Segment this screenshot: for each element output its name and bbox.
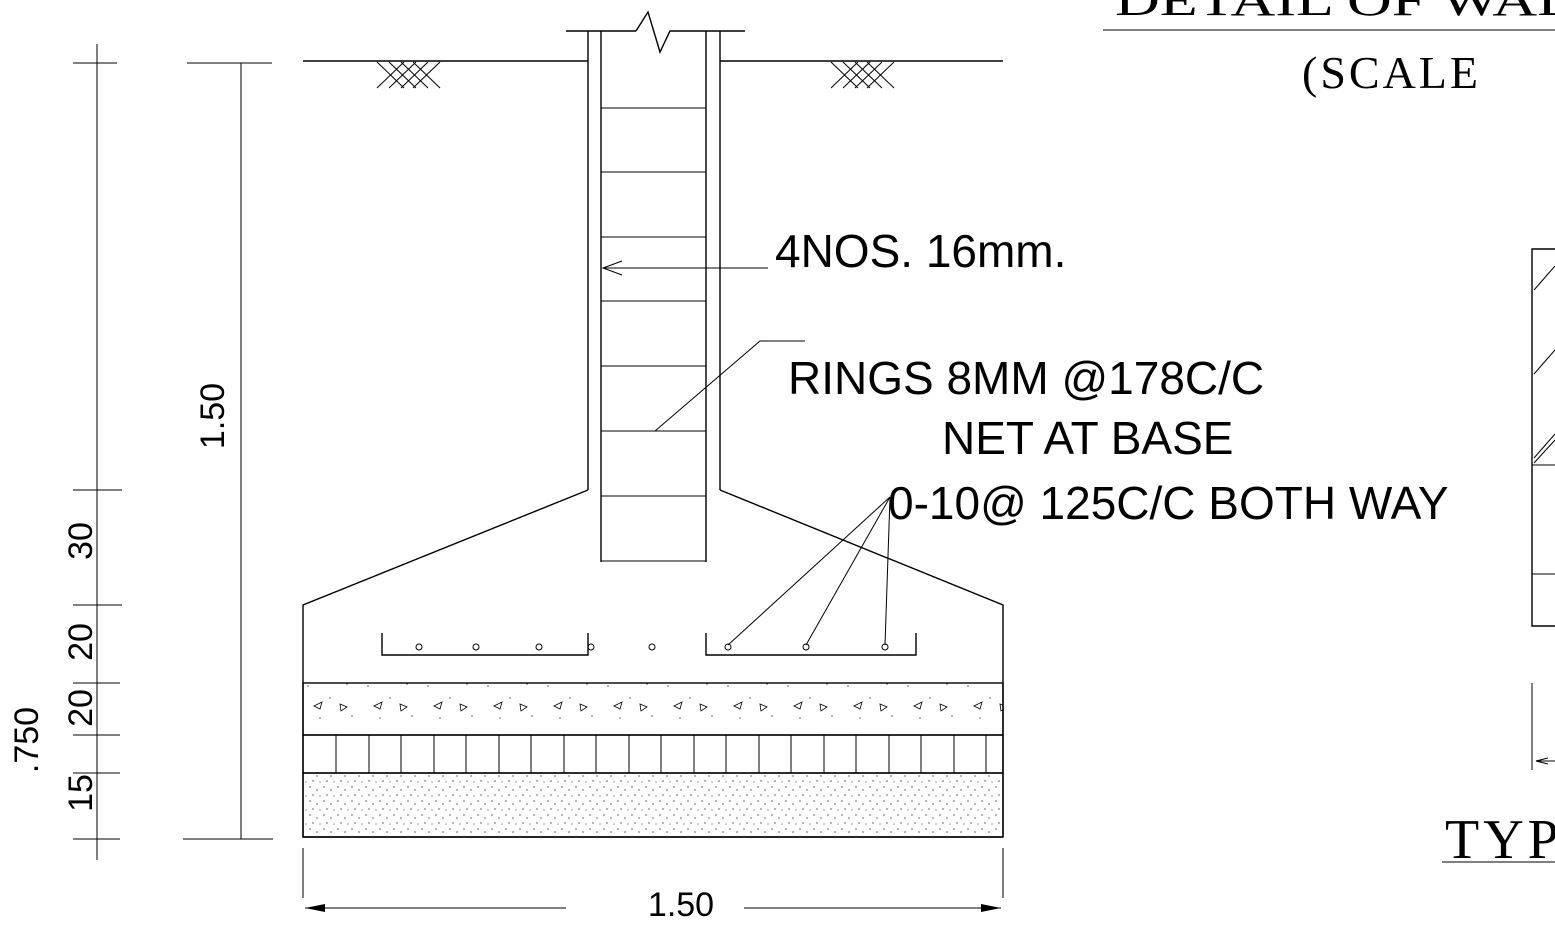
rings-label: RINGS 8MM @178C/C <box>788 352 1264 404</box>
layer-dimension-chain <box>73 44 122 860</box>
brick-layer <box>302 734 1004 774</box>
base-width-label: 1.50 <box>648 886 714 924</box>
typical-section-partial <box>1442 248 1555 863</box>
layer-20a-label: 20 <box>62 623 100 661</box>
net-at-base-label: NET AT BASE <box>942 412 1233 464</box>
layer-15-label: 15 <box>62 774 100 812</box>
column-outline <box>566 10 745 562</box>
layer-20b-label: 20 <box>62 689 100 727</box>
earth-hatch-right <box>830 61 895 89</box>
title-line-2: (SCALE <box>1302 47 1481 98</box>
net-bars-leaders <box>727 496 891 646</box>
column-ties <box>601 107 706 562</box>
title-line-1: DETAIL OF WAL <box>1115 0 1555 25</box>
main-bars-label: 4NOS. 16mm. <box>775 225 1066 277</box>
typical-title-label: TYP <box>1445 809 1555 871</box>
earth-hatch-left <box>376 61 441 89</box>
net-bars-label: 0-10@ 125C/C BOTH WAY <box>888 477 1449 529</box>
pcc-layer <box>302 682 1004 736</box>
base-width-dimension <box>302 848 1004 912</box>
total-depth-label: .750 <box>8 707 46 773</box>
sand-layer <box>302 772 1004 838</box>
main-bars-leader <box>601 260 768 276</box>
rings-leader <box>654 340 805 432</box>
base-reinforcement <box>381 633 917 656</box>
overall-height-dimension <box>183 62 273 840</box>
layer-30-label: 30 <box>62 522 100 560</box>
overall-height-label: 1.50 <box>194 383 232 449</box>
